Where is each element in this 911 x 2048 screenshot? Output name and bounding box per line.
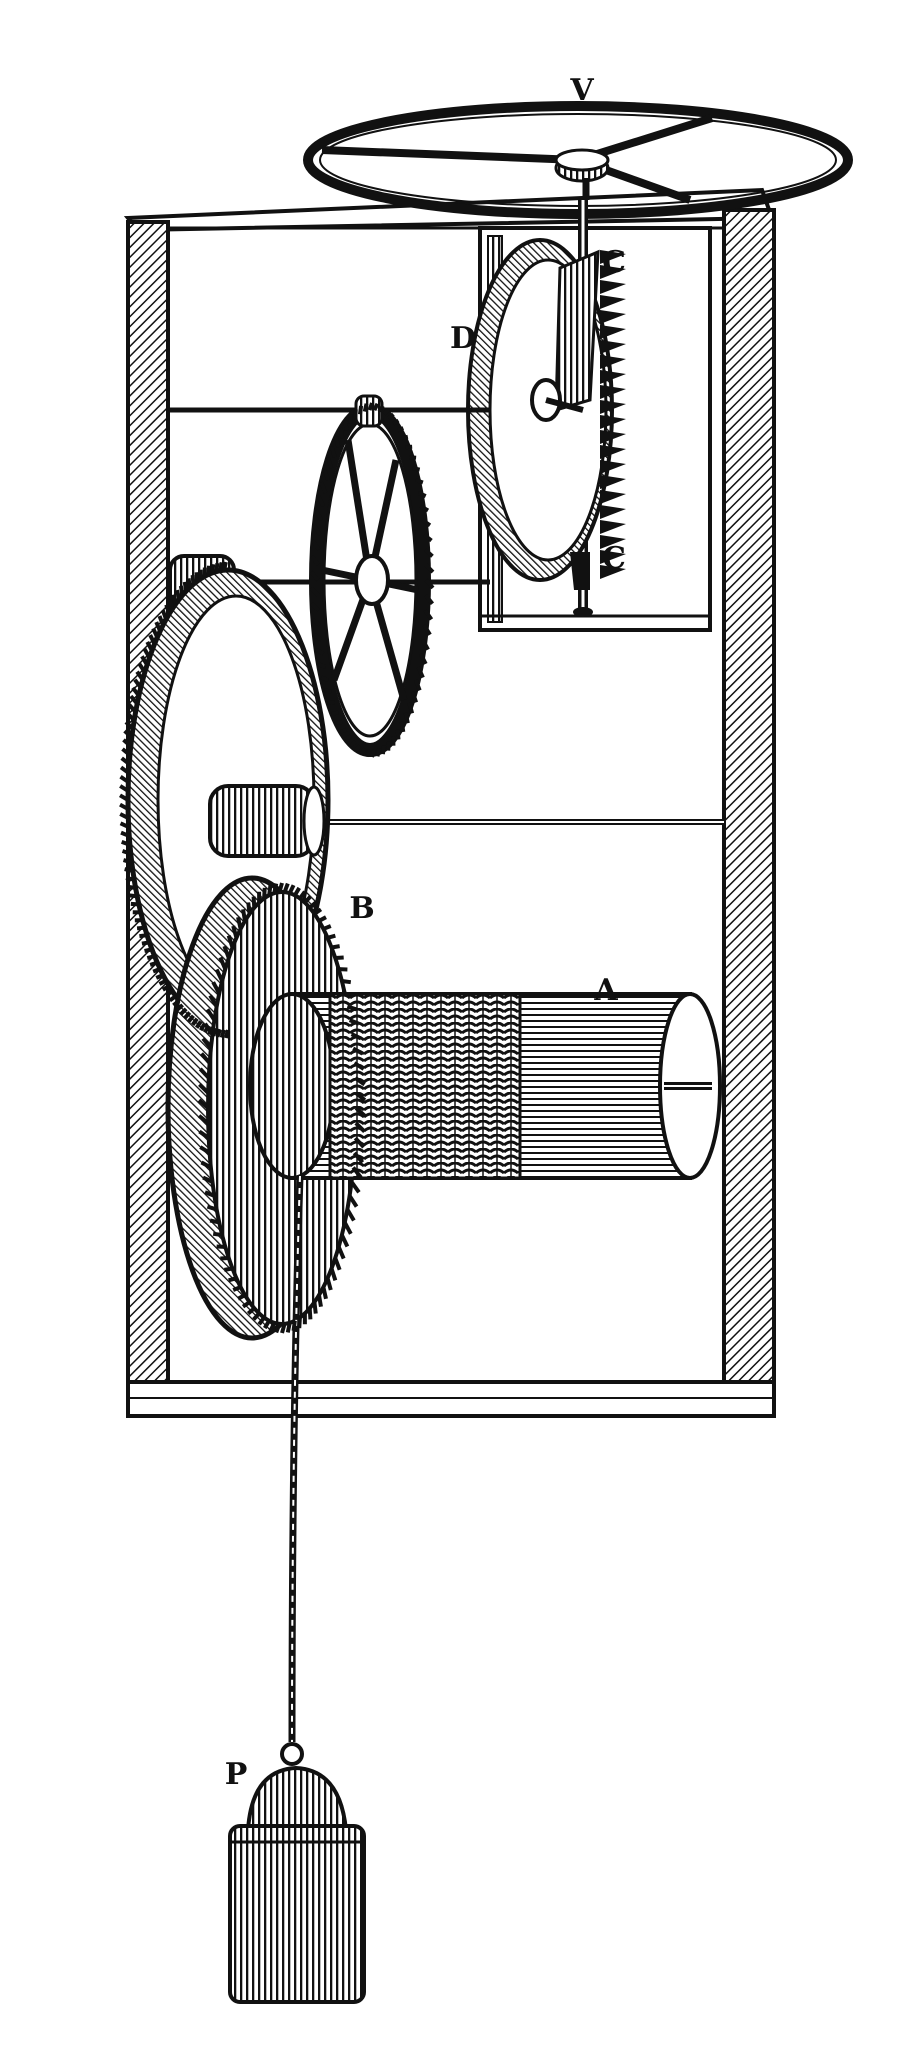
label-b: B — [349, 891, 374, 926]
arbors — [168, 407, 724, 825]
spoked-wheel-teeth — [309, 402, 435, 758]
great-wheel-teeth — [197, 882, 367, 1334]
barrel-a — [248, 992, 722, 1180]
crown-wheel-teeth — [600, 250, 626, 579]
rear-wheel-teeth — [119, 561, 230, 1039]
label-p: P — [225, 1757, 248, 1792]
cord — [288, 1175, 304, 1743]
frame-right-post — [722, 208, 776, 1412]
weight-p — [228, 1742, 366, 2004]
pinion-middle — [208, 784, 326, 858]
label-v: V — [569, 73, 594, 108]
label-a: A — [593, 973, 618, 1008]
label-d: D — [450, 321, 476, 356]
crown-wheel-d — [466, 238, 614, 590]
